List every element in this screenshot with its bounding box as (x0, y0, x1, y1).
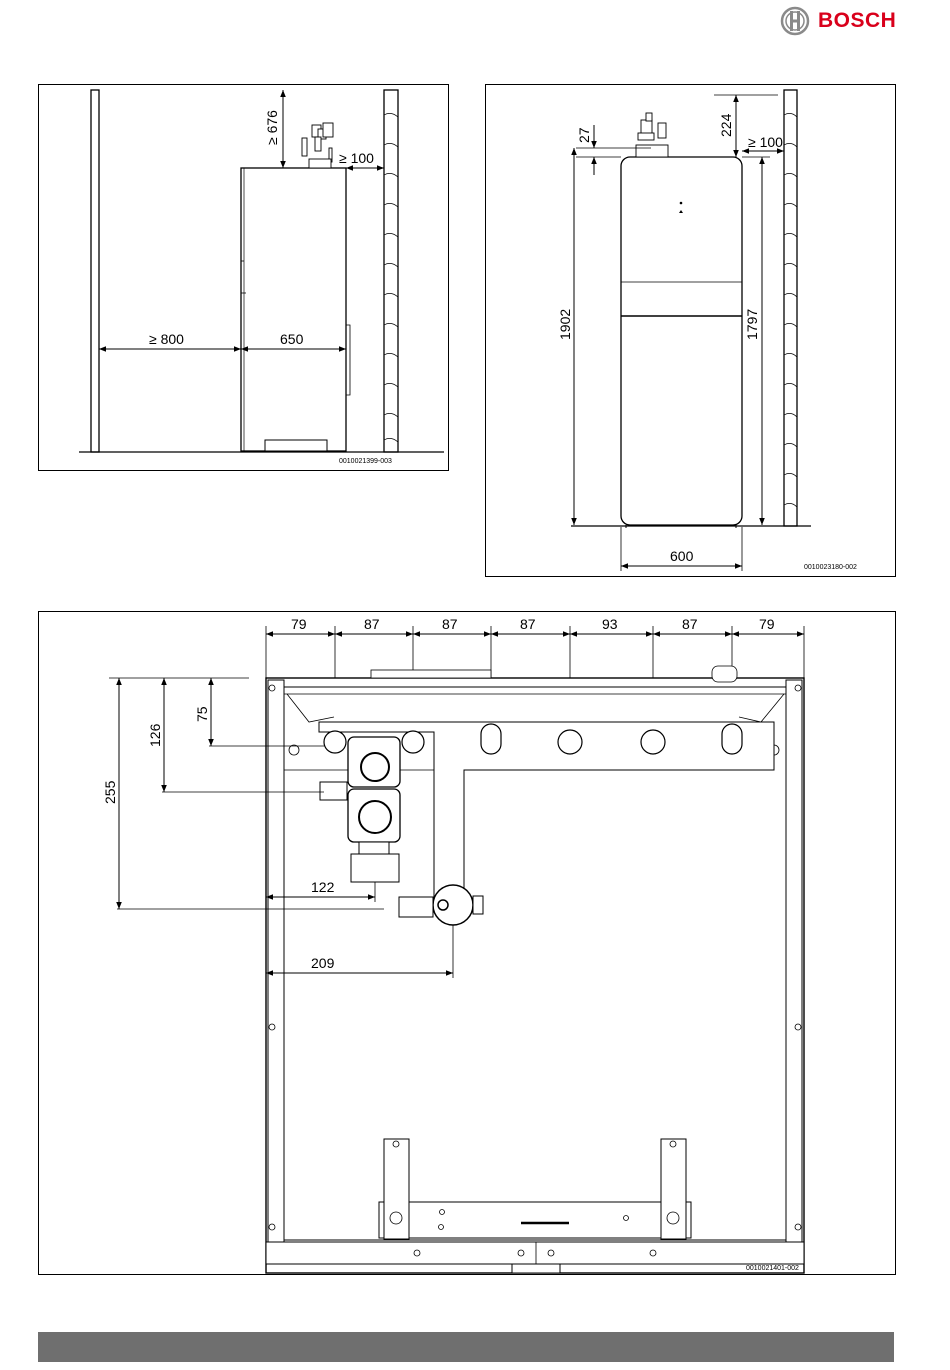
front-overall-height-label: 1902 (557, 309, 573, 340)
spacing-label-3: 87 (442, 616, 458, 632)
side-view-panel: ≥ 676 ≥ 100 ≥ 800 650 0010021399-003 (38, 84, 449, 471)
side-depth-label: 650 (280, 331, 304, 347)
spacing-label-5: 93 (602, 616, 618, 632)
side-front-clearance-label: ≥ 800 (149, 331, 184, 347)
top-view-drawing: 79 87 87 87 93 87 79 (39, 612, 895, 1274)
offset-label-209: 209 (311, 955, 335, 971)
side-wall-clearance-label: ≥ 100 (339, 150, 374, 166)
depth-label-126: 126 (147, 723, 163, 747)
front-view-drawing: 27 224 ≥ 100 1902 1797 600 0010023180-00… (486, 85, 895, 576)
front-top-clearance-label: 224 (718, 113, 734, 137)
bosch-armature-icon (780, 6, 810, 36)
bosch-logo: BOSCH (780, 6, 896, 36)
spacing-label-7: 79 (759, 616, 775, 632)
front-cabinet-height-label: 1797 (744, 309, 760, 340)
front-width-label: 600 (670, 548, 694, 564)
side-view-code: 0010021399-003 (339, 458, 392, 465)
brand-name: BOSCH (818, 9, 896, 33)
top-view-code: 0010021401-002 (746, 1265, 799, 1272)
depth-label-75: 75 (194, 706, 210, 722)
spacing-label-1: 79 (291, 616, 307, 632)
footer-bar (38, 1332, 894, 1362)
side-view-drawing: ≥ 676 ≥ 100 ≥ 800 650 0010021399-003 (39, 85, 448, 470)
spacing-label-4: 87 (520, 616, 536, 632)
front-view-code: 0010023180-002 (804, 564, 857, 571)
side-top-clearance-label: ≥ 676 (264, 110, 280, 145)
depth-label-255: 255 (102, 780, 118, 804)
front-pipe-height-label: 27 (576, 127, 592, 143)
spacing-label-2: 87 (364, 616, 380, 632)
spacing-label-6: 87 (682, 616, 698, 632)
top-view-panel: 79 87 87 87 93 87 79 (38, 611, 896, 1275)
front-wall-clearance-label: ≥ 100 (748, 134, 783, 150)
offset-label-122: 122 (311, 879, 335, 895)
front-view-panel: 27 224 ≥ 100 1902 1797 600 0010023180-00… (485, 84, 896, 577)
